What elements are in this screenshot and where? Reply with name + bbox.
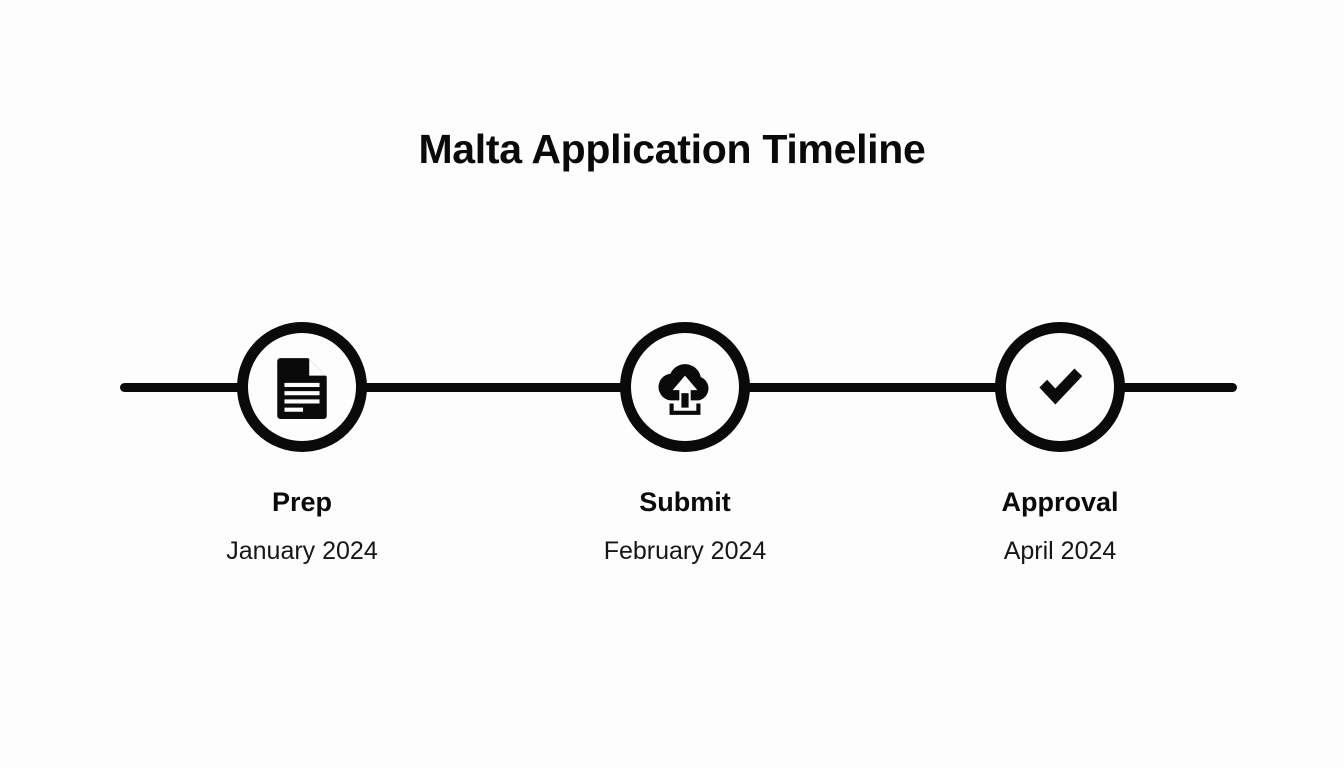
milestone-label-submit: Submit February 2024 <box>525 485 845 567</box>
milestone-title: Approval <box>1001 487 1119 517</box>
node-circle <box>995 322 1125 452</box>
timeline-node-prep[interactable] <box>237 322 367 452</box>
milestone-title: Prep <box>271 487 333 517</box>
milestone-title: Submit <box>639 487 731 517</box>
milestone-label-approval: Approval April 2024 <box>900 485 1220 567</box>
milestone-date: April 2024 <box>1003 537 1117 565</box>
milestone-label-prep: Prep January 2024 <box>142 485 462 567</box>
document-icon <box>277 358 327 419</box>
check-circle-icon <box>1039 368 1083 405</box>
milestone-date: February 2024 <box>603 537 767 565</box>
page-title: Malta Application Timeline <box>418 126 926 172</box>
timeline-node-submit[interactable] <box>620 322 750 452</box>
timeline-node-approval[interactable] <box>995 322 1125 452</box>
cloud-upload-icon <box>658 364 709 415</box>
milestone-date: January 2024 <box>226 537 378 565</box>
